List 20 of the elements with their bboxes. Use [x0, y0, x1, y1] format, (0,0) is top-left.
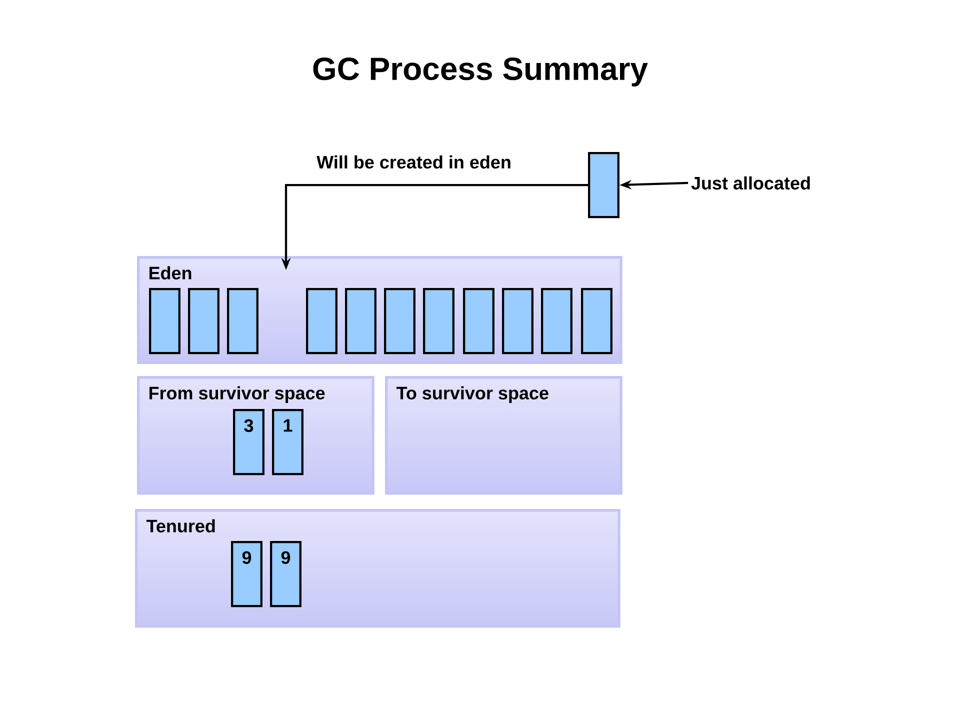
- object-box: [463, 288, 494, 354]
- object-box: [149, 288, 180, 354]
- object-box: [502, 288, 534, 354]
- object-box: 3: [233, 409, 264, 476]
- object-box: [227, 288, 258, 354]
- object-box: [581, 288, 612, 354]
- text-label: Just allocated: [691, 176, 810, 190]
- region-box: To survivor space: [385, 376, 622, 495]
- object-box: [423, 288, 454, 354]
- edge-label: Will be created in eden: [316, 155, 510, 169]
- object-box: [588, 152, 620, 218]
- object-box: 1: [272, 409, 304, 476]
- object-box: [384, 288, 416, 354]
- object-box: [306, 288, 338, 354]
- object-box: [541, 288, 572, 354]
- object-box: [188, 288, 220, 354]
- object-box: [345, 288, 376, 354]
- object-box: 9: [270, 541, 302, 608]
- title: GC Process Summary: [313, 58, 648, 86]
- object-box: 9: [231, 541, 262, 608]
